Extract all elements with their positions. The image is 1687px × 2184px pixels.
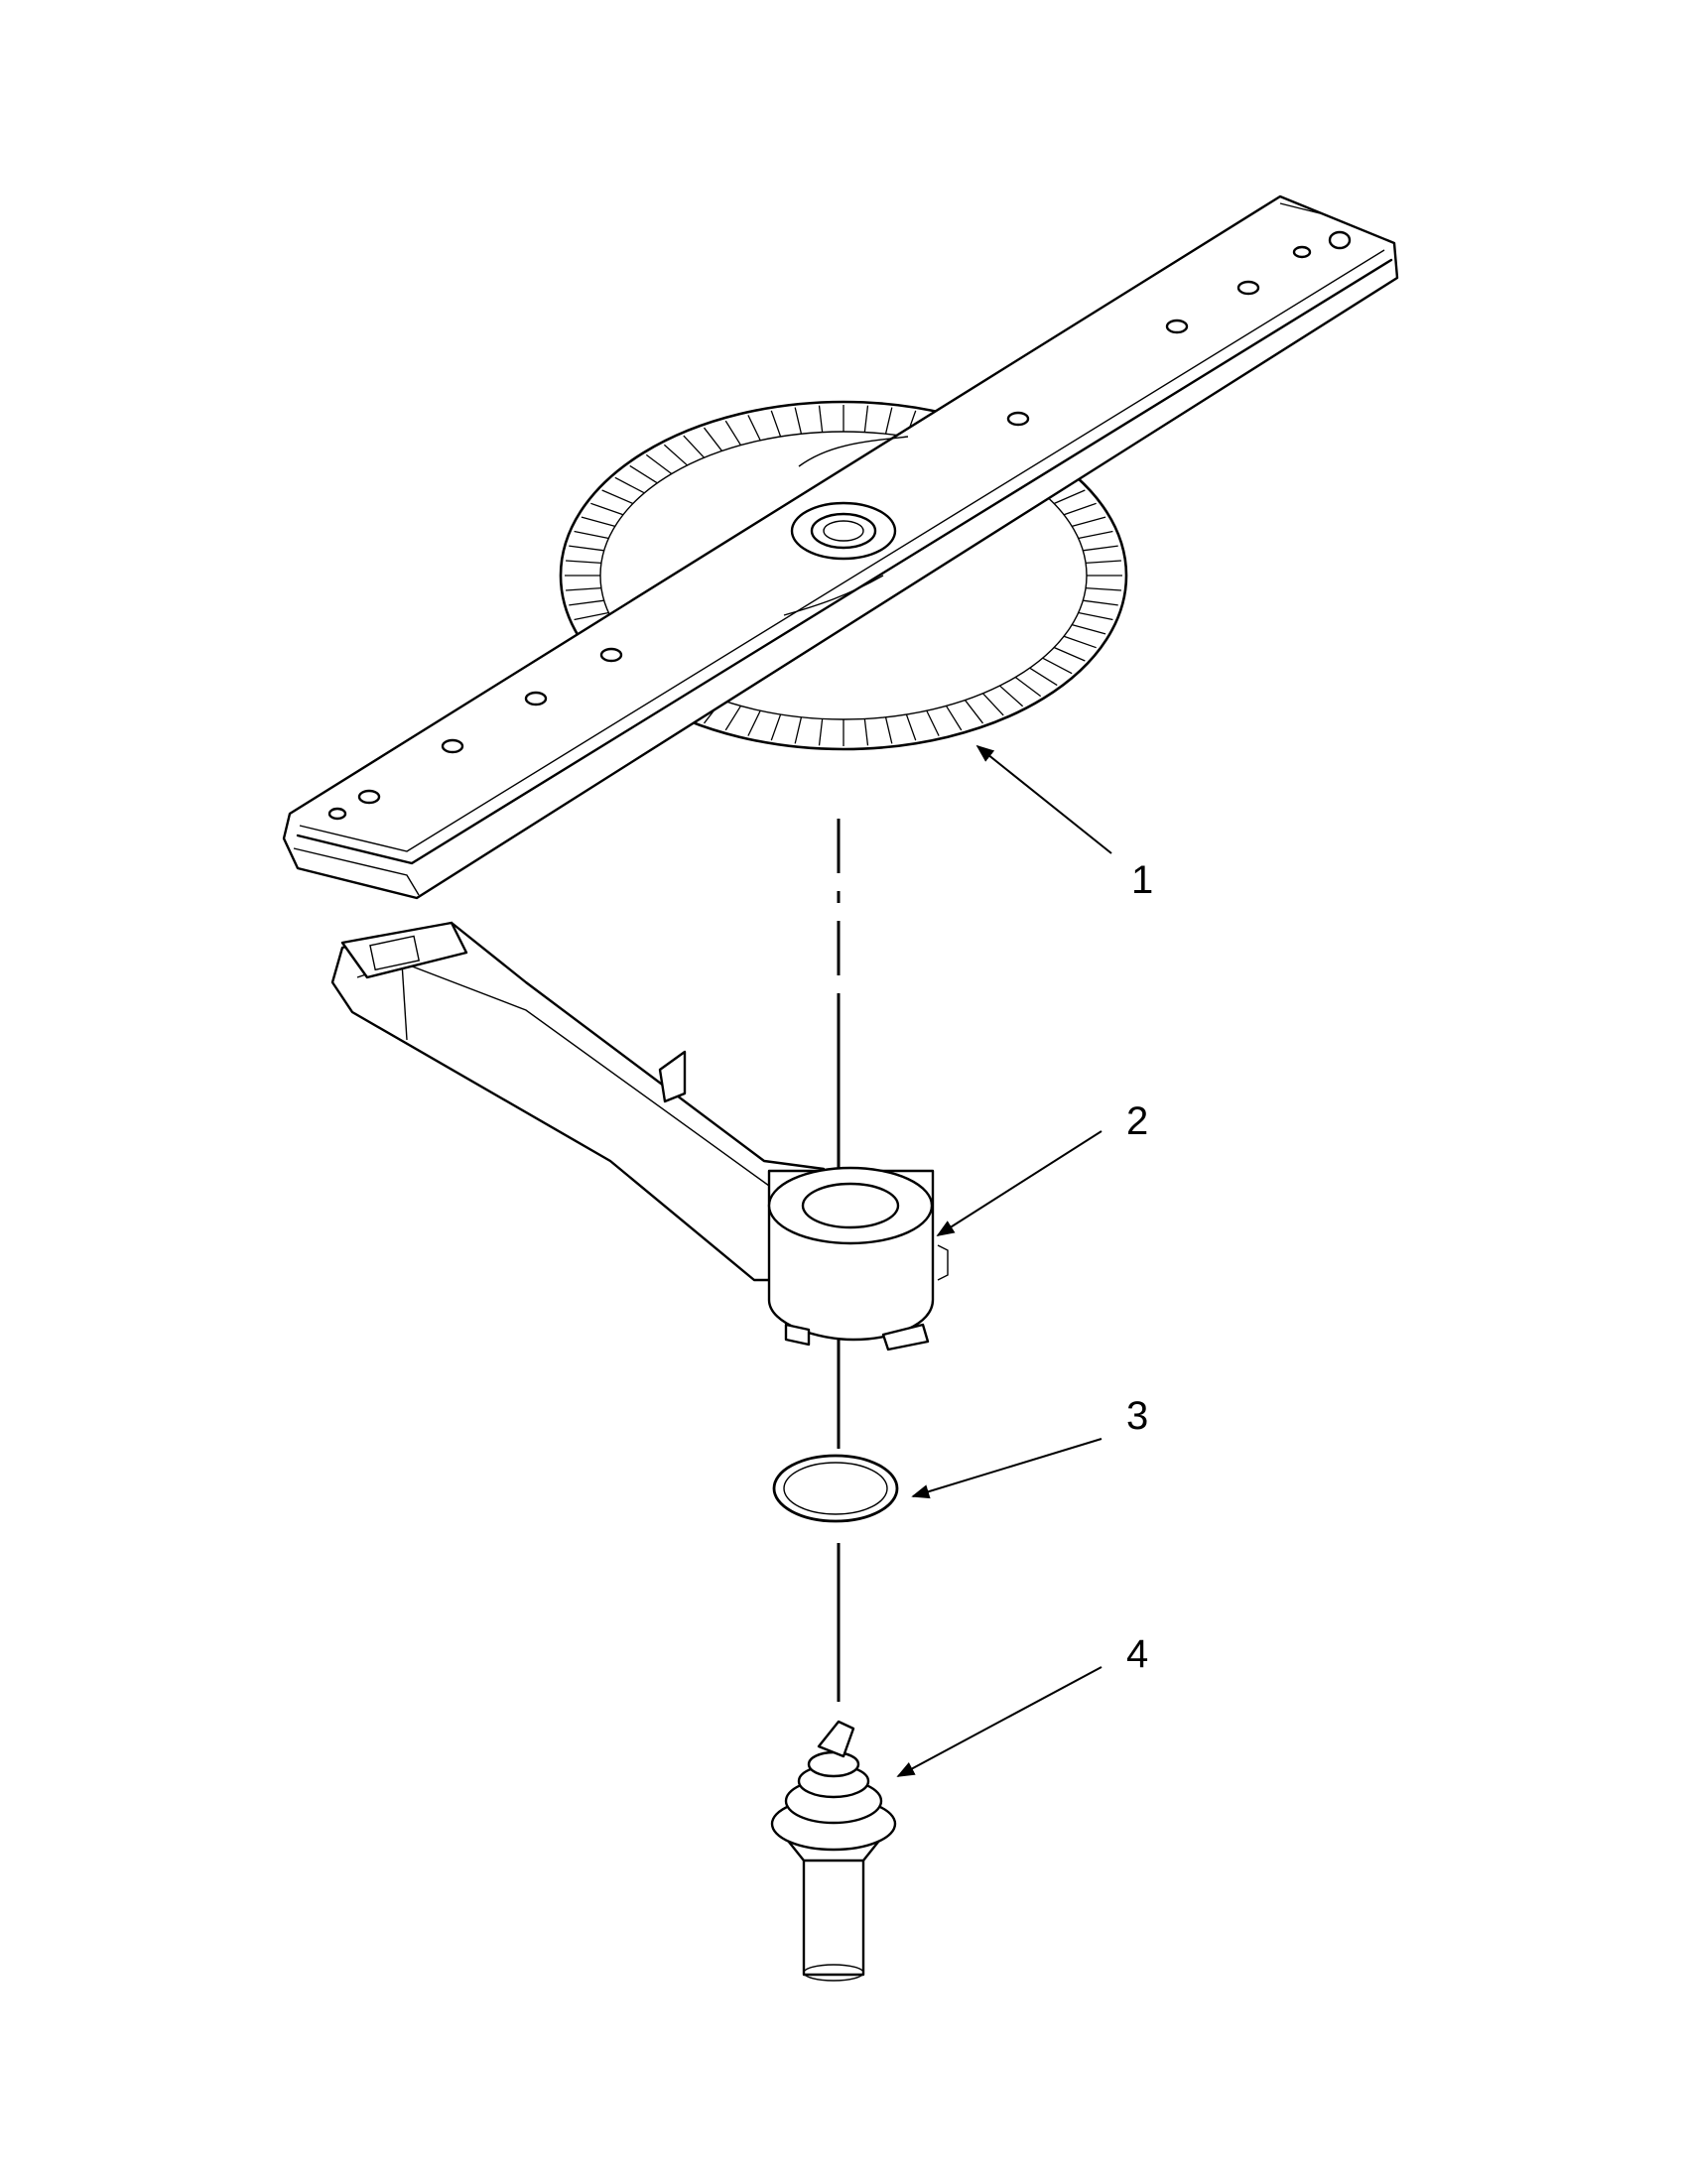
callout-label-4: 4: [1126, 1632, 1148, 1676]
callout-label-2: 2: [1126, 1099, 1148, 1143]
o-ring-part[interactable]: [772, 1454, 899, 1523]
spray-arm-part[interactable]: [282, 194, 1399, 900]
callout-label-3: 3: [1126, 1394, 1148, 1438]
callout-2: 2: [936, 1099, 1148, 1236]
callout-3: 3: [911, 1394, 1148, 1499]
callout-4: 4: [896, 1632, 1148, 1777]
spray-arm-body: [282, 194, 1399, 900]
manifold-part[interactable]: [330, 921, 949, 1351]
callout-label-1: 1: [1131, 858, 1153, 902]
callout-1: 1: [975, 744, 1153, 902]
support-part[interactable]: [770, 1720, 897, 1982]
spray-arm-nozzles: [327, 230, 1352, 821]
